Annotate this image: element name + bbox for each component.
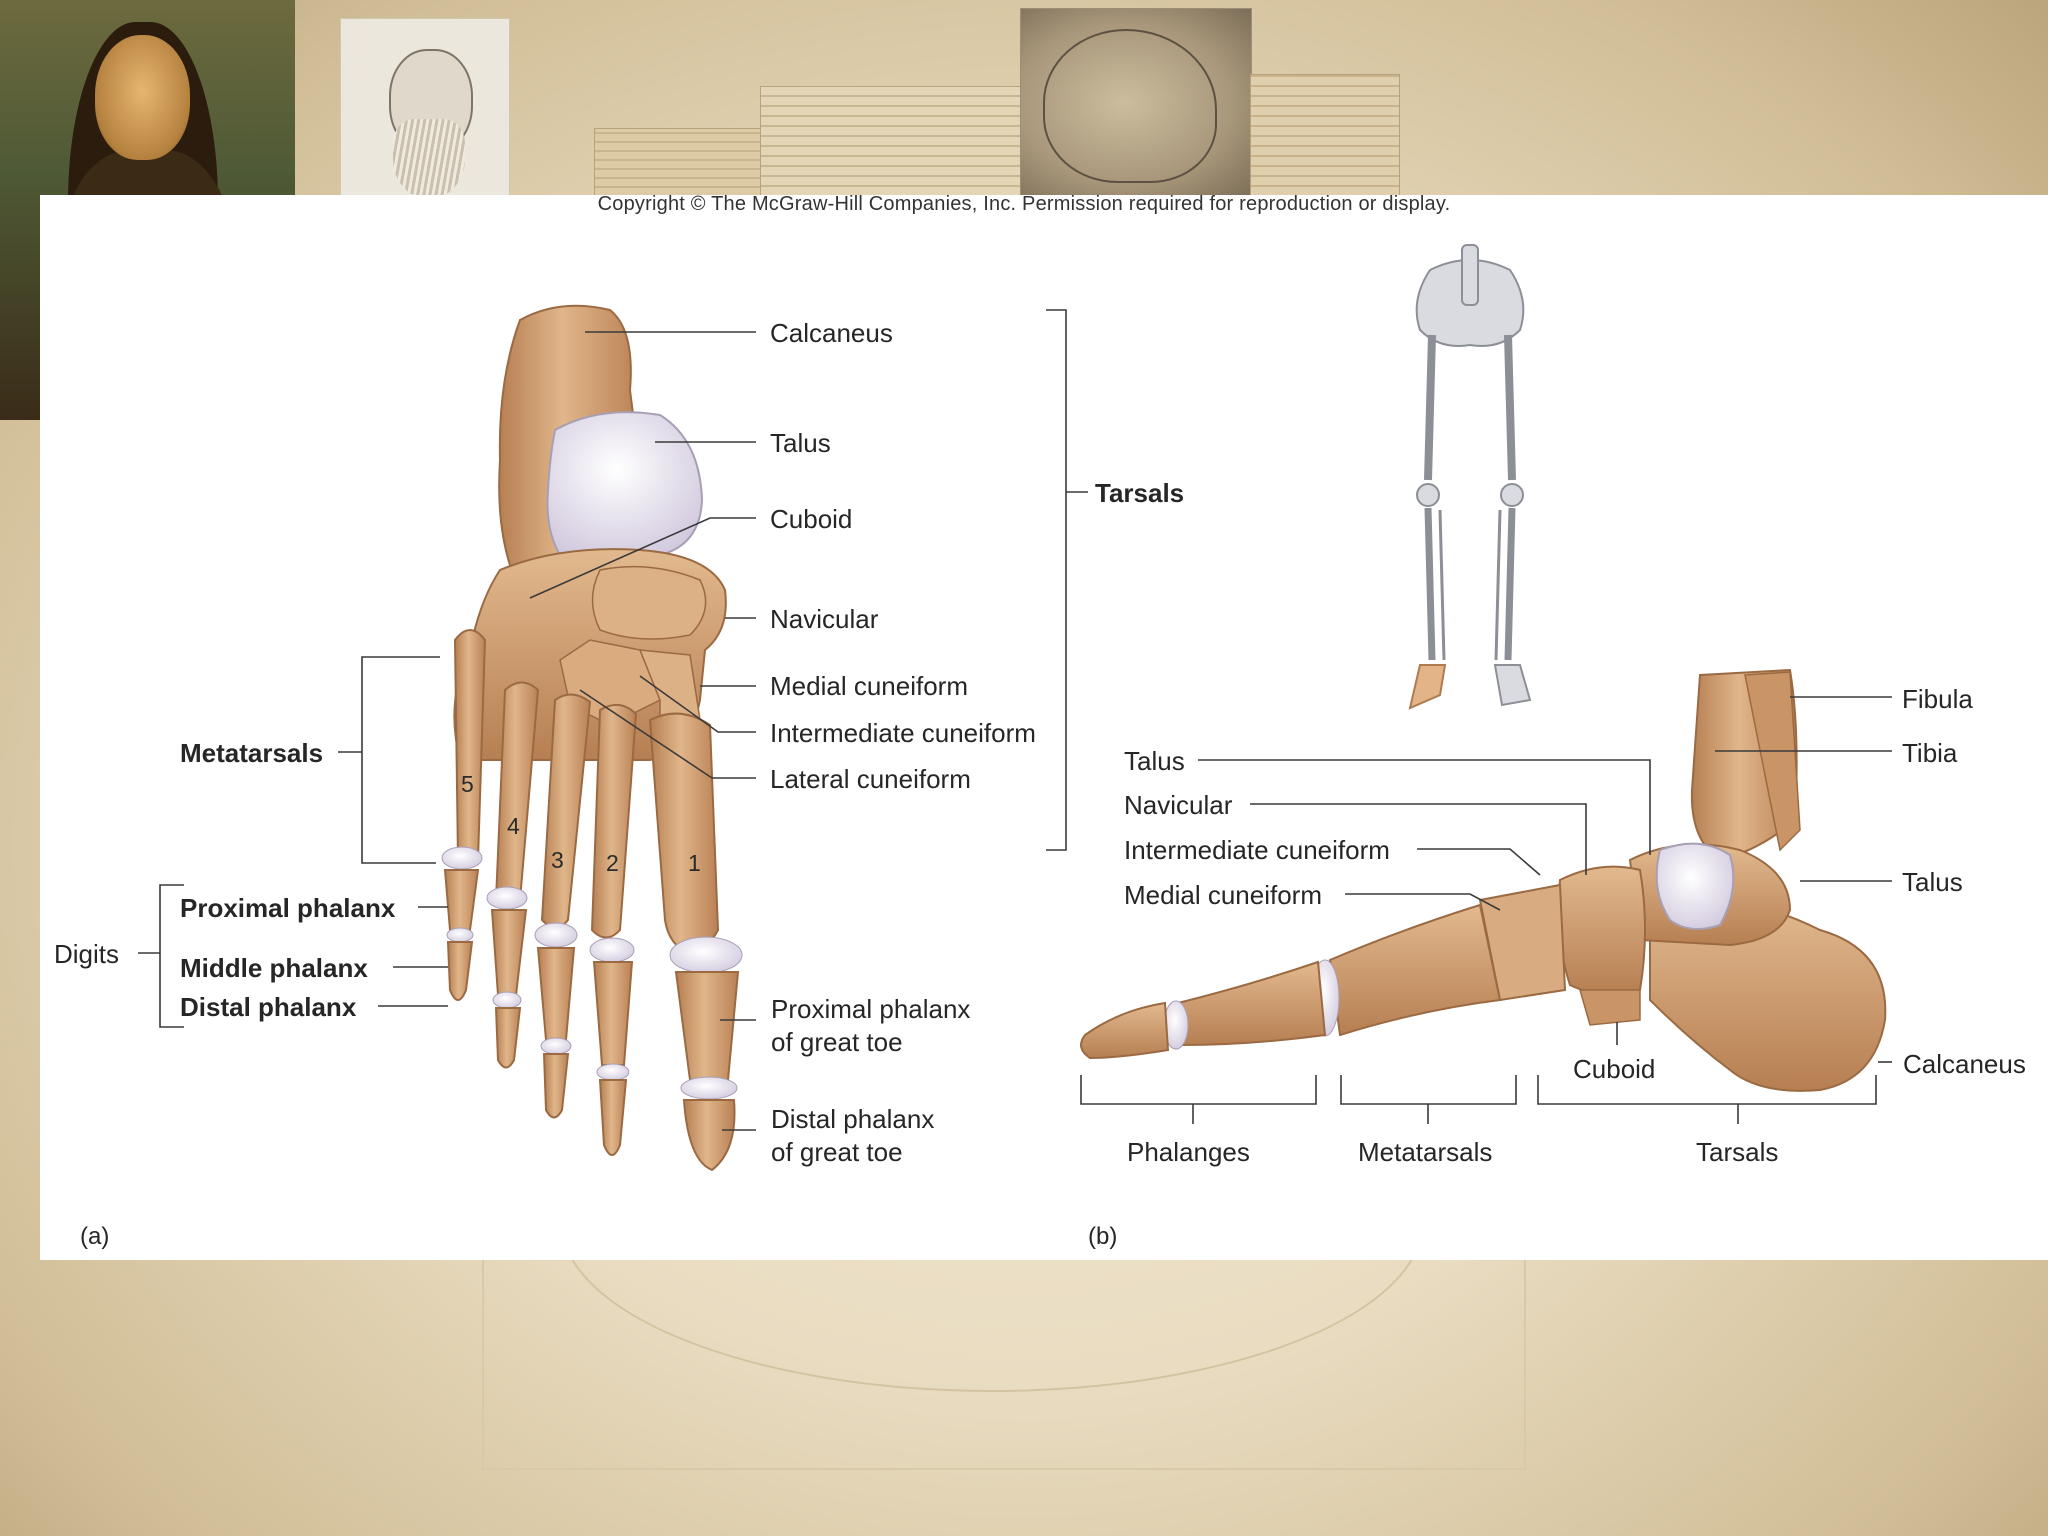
manuscript-image-3 (1250, 74, 1400, 198)
leader-lines-b (1080, 696, 1892, 1124)
panel-label-b: (b) (1088, 1223, 1118, 1250)
superior-foot-bones (441, 304, 743, 1172)
label-tibia: Tibia (1902, 738, 1958, 768)
metatarsal-number-2: 2 (606, 850, 619, 876)
metatarsal-number-5: 5 (461, 771, 474, 797)
label-middle-phalanx: Middle phalanx (180, 953, 368, 983)
label-cuboid-b: Cuboid (1573, 1054, 1656, 1084)
label-metatarsals-b: Metatarsals (1358, 1137, 1493, 1167)
label-medial-cuneiform: Medial cuneiform (770, 671, 968, 701)
label-intermediate-cuneiform-b: Intermediate cuneiform (1124, 835, 1390, 865)
label-lateral-cuneiform: Lateral cuneiform (770, 764, 971, 794)
metatarsal-number-4: 4 (507, 813, 520, 839)
label-intermediate-cuneiform: Intermediate cuneiform (770, 718, 1036, 748)
metatarsal-number-3: 3 (551, 847, 564, 873)
label-tarsals-bracket: Tarsals (1095, 478, 1185, 508)
label-proximal-phalanx-great-toe: Proximal phalanx of great toe (771, 994, 971, 1057)
metatarsal-number-1: 1 (688, 850, 701, 876)
label-talus-b-left: Talus (1124, 746, 1185, 776)
manuscript-image-1 (594, 128, 786, 198)
copyright-notice: Copyright © The McGraw-Hill Companies, I… (597, 193, 1451, 215)
label-phalanges: Phalanges (1127, 1137, 1250, 1167)
label-talus: Talus (770, 428, 831, 458)
label-medial-cuneiform-b: Medial cuneiform (1124, 880, 1322, 910)
label-fibula: Fibula (1902, 684, 1973, 714)
label-proximal-phalanx: Proximal phalanx (180, 893, 396, 923)
leonardo-portrait-sketch (340, 18, 510, 198)
label-talus-b-right: Talus (1902, 867, 1963, 897)
medial-foot-bones (1080, 668, 1887, 1092)
manuscript-image-2 (760, 86, 1022, 198)
label-cuboid: Cuboid (770, 504, 853, 534)
background-frame (482, 1240, 1526, 1470)
label-calcaneus: Calcaneus (770, 318, 893, 348)
panel-label-a: (a) (80, 1223, 110, 1250)
label-distal-phalanx: Distal phalanx (180, 992, 357, 1022)
label-distal-phalanx-great-toe: Distal phalanx of great toe (771, 1104, 935, 1167)
lower-limb-skeleton-inset (1408, 244, 1532, 710)
label-navicular: Navicular (770, 604, 879, 634)
label-tarsals-b: Tarsals (1696, 1137, 1779, 1167)
label-digits: Digits (54, 939, 120, 969)
label-navicular-b: Navicular (1124, 790, 1233, 820)
leader-lines-a (138, 309, 1088, 1131)
label-metatarsals-a: Metatarsals (180, 738, 324, 768)
label-calcaneus-b: Calcaneus (1903, 1049, 2026, 1079)
